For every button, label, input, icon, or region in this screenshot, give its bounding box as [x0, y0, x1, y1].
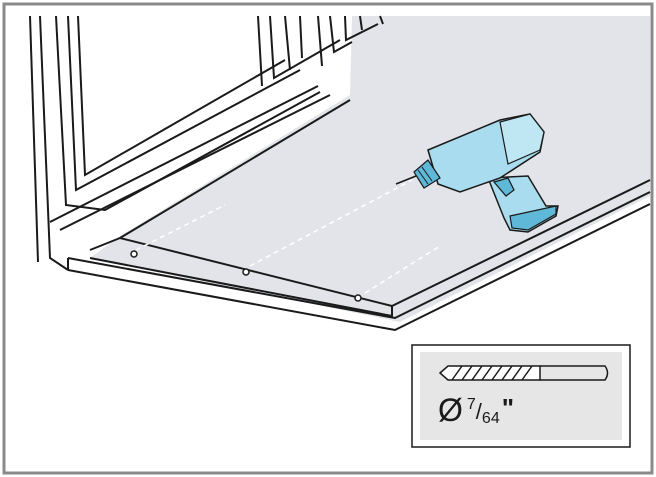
fraction-denominator: 64 — [482, 411, 500, 427]
size-fraction: 7 / 64 " — [467, 397, 514, 423]
screw-hole-icon — [243, 269, 249, 275]
fraction-numerator: 7 — [467, 397, 476, 413]
diameter-symbol: Ø — [438, 394, 463, 426]
inch-unit: " — [502, 395, 514, 421]
drill-bit-size-label: Ø 7 / 64 " — [438, 390, 608, 430]
screw-hole-icon — [355, 295, 361, 301]
screw-hole-icon — [131, 251, 137, 257]
